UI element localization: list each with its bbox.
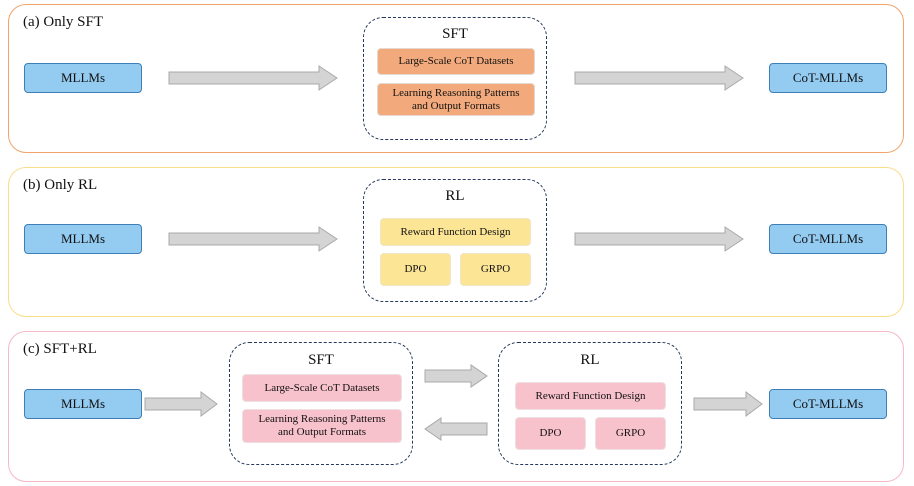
rl-item-grpo: GRPO xyxy=(460,253,531,286)
panel-title: (b) Only RL xyxy=(23,177,98,193)
right-arrow-icon xyxy=(574,226,744,252)
panel-title: (c) SFT+RL xyxy=(23,341,97,357)
stage-title: SFT xyxy=(442,26,468,42)
left-arrow-icon xyxy=(424,417,488,441)
right-arrow-icon xyxy=(574,65,744,91)
rl-item-grpo: GRPO xyxy=(595,417,666,450)
stage-title: SFT xyxy=(308,352,334,368)
output-model-box: CoT-MLLMs xyxy=(769,224,887,254)
right-arrow-icon xyxy=(168,65,338,91)
sft-item-patterns: Learning Reasoning Patterns and Output F… xyxy=(242,409,402,443)
rl-stage: RL Reward Function Design DPO GRPO xyxy=(498,342,682,465)
output-model-box: CoT-MLLMs xyxy=(769,63,887,93)
stage-title: RL xyxy=(445,188,465,204)
rl-item-dpo: DPO xyxy=(515,417,586,450)
right-arrow-icon xyxy=(168,226,338,252)
panel-title: (a) Only SFT xyxy=(23,14,103,30)
rl-item-reward: Reward Function Design xyxy=(380,218,531,246)
input-model-box: MLLMs xyxy=(24,63,142,93)
sft-item-dataset: Large-Scale CoT Datasets xyxy=(377,48,535,75)
sft-stage: SFT Large-Scale CoT Datasets Learning Re… xyxy=(363,17,547,140)
right-arrow-icon xyxy=(144,391,218,417)
sft-item-patterns: Learning Reasoning Patterns and Output F… xyxy=(377,83,535,116)
rl-item-reward: Reward Function Design xyxy=(515,382,666,410)
input-model-box: MLLMs xyxy=(24,224,142,254)
rl-item-dpo: DPO xyxy=(380,253,451,286)
stage-title: RL xyxy=(580,352,600,368)
sft-item-dataset: Large-Scale CoT Datasets xyxy=(242,374,402,402)
right-arrow-icon xyxy=(693,391,763,417)
right-arrow-icon xyxy=(424,364,488,388)
output-model-box: CoT-MLLMs xyxy=(769,389,887,419)
sft-stage: SFT Large-Scale CoT Datasets Learning Re… xyxy=(229,342,413,465)
input-model-box: MLLMs xyxy=(24,389,142,419)
rl-stage: RL Reward Function Design DPO GRPO xyxy=(363,179,547,302)
